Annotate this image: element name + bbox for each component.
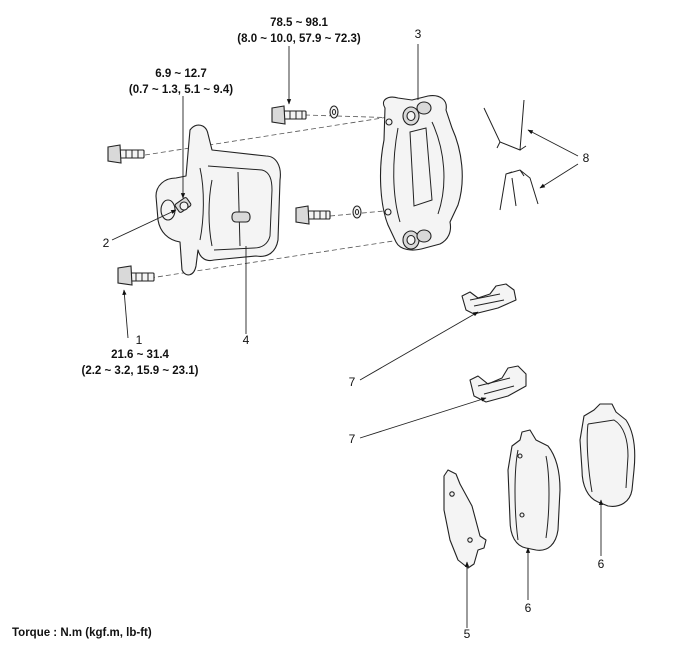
bleeder-screw (174, 197, 192, 213)
brake-pad-inner (507, 429, 561, 551)
callout-1: 1 (136, 333, 143, 347)
carrier-bolt-torque-nm: 78.5 ~ 98.1 (270, 17, 328, 29)
torque-unit-legend: Torque : N.m (kgf.m, lb-ft) (12, 627, 152, 639)
callout-2-leader (111, 209, 177, 241)
bleeder-torque-nm: 6.9 ~ 12.7 (155, 68, 206, 80)
callout-7-upper-clip: 7 (349, 375, 356, 389)
callout-7-upper-leader (359, 311, 479, 381)
callout-8: 8 (583, 151, 590, 165)
callout-6-outer-pad: 6 (598, 557, 605, 571)
callout-3: 3 (415, 27, 422, 41)
caliper-carrier (379, 95, 463, 251)
callout-5: 5 (464, 627, 471, 641)
brake-pad-outer (579, 403, 636, 507)
pad-clip-upper (461, 283, 517, 315)
guide-bolt-torque-nm: 21.6 ~ 31.4 (111, 349, 169, 361)
callout-7-lower-clip: 7 (349, 432, 356, 446)
callout-8-leader-upper (527, 129, 579, 157)
callout-1-leader (122, 289, 129, 339)
guide-bolt-torque-alt: (2.2 ~ 3.2, 15.9 ~ 23.1) (82, 365, 199, 377)
carrier-bolt-upper (271, 105, 339, 125)
pad-clip-lower (469, 365, 527, 403)
anti-rattle-spring-lower (499, 169, 539, 211)
guide-bolt-lower (117, 265, 155, 286)
guide-bolt-upper (107, 144, 145, 164)
callout-6-inner-pad: 6 (525, 601, 532, 615)
bleeder-torque-alt: (0.7 ~ 1.3, 5.1 ~ 9.4) (129, 84, 233, 96)
caliper-body (155, 124, 281, 276)
carrier-bolt-torque-alt: (8.0 ~ 10.0, 57.9 ~ 72.3) (237, 33, 361, 45)
anti-rattle-spring-upper (483, 99, 527, 151)
carrier-bolt-lower (295, 205, 362, 225)
pad-shim (443, 469, 487, 569)
callout-2: 2 (103, 236, 110, 250)
callout-4: 4 (243, 333, 250, 347)
callout-8-leader-lower (539, 163, 579, 189)
callout-7-lower-leader (359, 397, 487, 439)
